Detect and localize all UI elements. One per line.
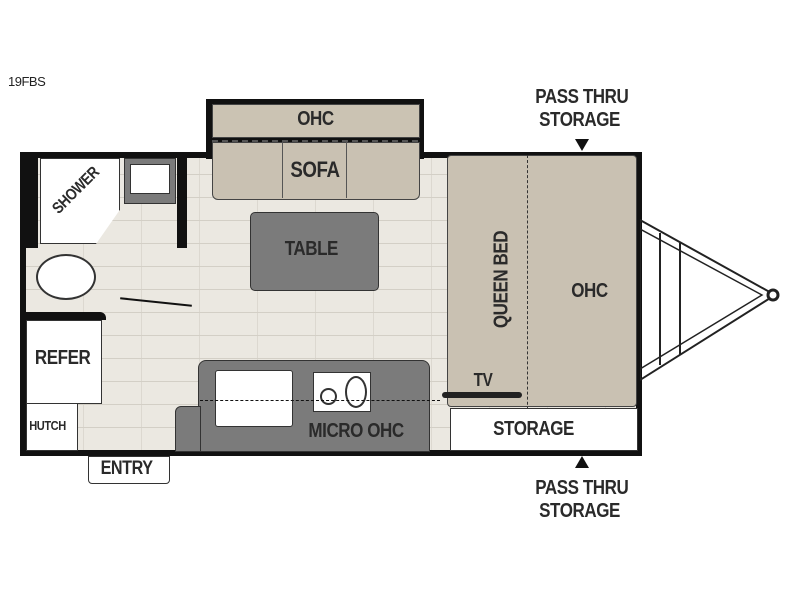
- entry-label: ENTRY: [100, 458, 153, 479]
- sofa-cushion-divider: [282, 142, 283, 198]
- slide-line: [212, 140, 418, 142]
- queen-bed: [447, 155, 637, 407]
- toilet: [36, 254, 96, 300]
- hutch: [26, 403, 78, 451]
- storage-label: STORAGE: [493, 418, 574, 440]
- hitch-icon: [640, 218, 780, 382]
- refer: [26, 320, 102, 404]
- hutch-label: HUTCH: [29, 418, 66, 433]
- pass-thru-bottom-line2: STORAGE: [539, 500, 620, 522]
- pass-thru-top-line1: PASS THRU: [535, 86, 629, 108]
- micro-ohc-label: MICRO OHC: [308, 420, 404, 442]
- sofa: [212, 142, 420, 200]
- queen-bed-label: QUEEN BED: [490, 230, 513, 329]
- stove-burner: [320, 388, 337, 405]
- bath-wall: [26, 312, 106, 320]
- entry-door[interactable]: [88, 456, 170, 484]
- bath-floor-left: [26, 158, 38, 248]
- model-name: 19FBS: [8, 74, 46, 89]
- tv-icon: [442, 392, 522, 398]
- kitchen-sink: [215, 370, 293, 427]
- sofa-cushion-divider: [346, 142, 347, 198]
- table: [250, 212, 379, 291]
- arrow-down-icon: [575, 139, 589, 151]
- refer-label: REFER: [34, 347, 91, 369]
- slideout-ohc: [212, 104, 420, 138]
- pass-thru-bottom-line1: PASS THRU: [535, 477, 629, 499]
- bed-ohc-label: OHC: [571, 280, 608, 302]
- pass-thru-top-line2: STORAGE: [539, 109, 620, 131]
- tv-label: TV: [473, 370, 493, 390]
- stove-burner: [345, 376, 367, 408]
- bed-dashline: [527, 155, 528, 450]
- arrow-up-icon: [575, 456, 589, 468]
- counter-end: [175, 406, 201, 452]
- bath-sink-basin: [130, 164, 170, 194]
- counter-dashline: [200, 400, 440, 401]
- table-label: TABLE: [284, 238, 339, 260]
- slideout-ohc-label: OHC: [297, 108, 334, 130]
- bath-partition: [177, 158, 187, 248]
- sofa-label: SOFA: [290, 157, 340, 182]
- front-storage: [450, 408, 638, 451]
